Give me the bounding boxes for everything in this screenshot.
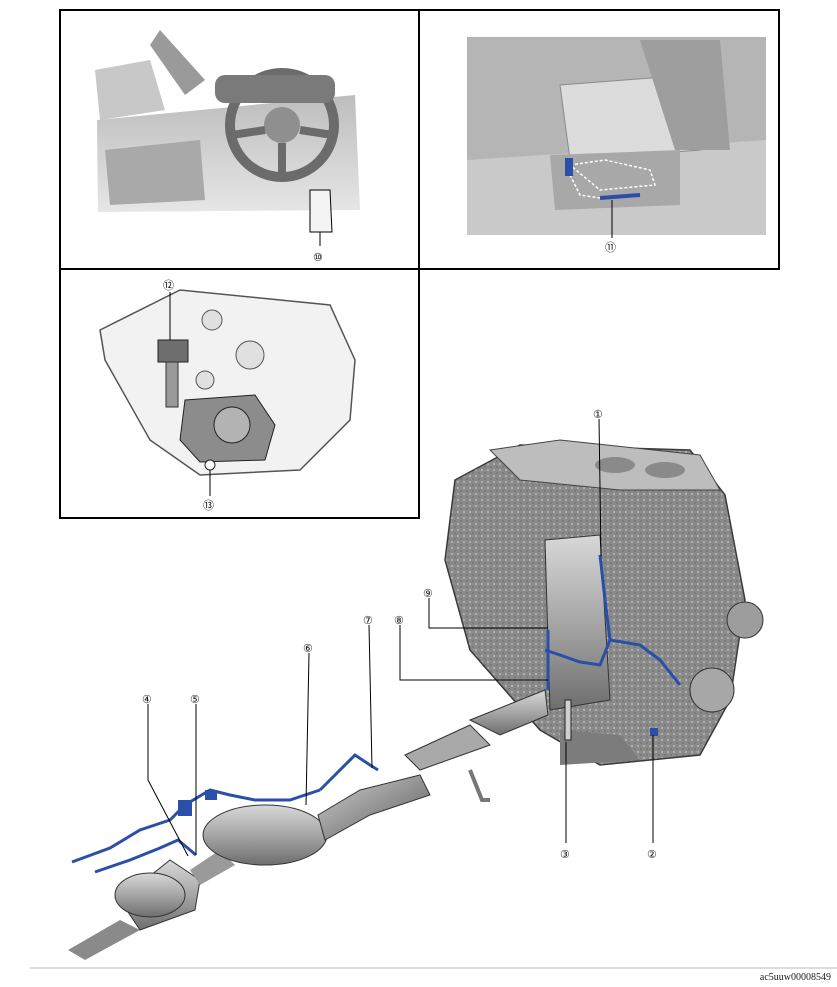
callout-8: ⑧ (394, 615, 404, 627)
seat-illustration (467, 37, 766, 238)
callout-2: ② (647, 849, 657, 861)
leader-lines (147, 418, 654, 857)
callout-6: ⑥ (303, 643, 313, 655)
callout-10: ⑩ (313, 252, 323, 264)
callout-labels: ① ② ③ ④ ⑤ ⑥ ⑦ ⑧ ⑨ ⑩ ⑪ ⑫ ⑬ (142, 241, 657, 861)
callout-13: ⑬ (203, 499, 214, 512)
callout-1: ① (593, 409, 603, 421)
dashboard-illustration (95, 30, 360, 246)
callout-5: ⑤ (190, 694, 200, 706)
exhaust-illustration (68, 689, 549, 960)
engine-illustration (444, 439, 764, 766)
callout-9: ⑨ (423, 588, 433, 600)
callout-3: ③ (560, 849, 570, 861)
callout-12: ⑫ (163, 279, 174, 292)
callout-11: ⑪ (605, 241, 616, 254)
fuel-tank-illustration (99, 289, 356, 496)
callout-7: ⑦ (363, 615, 373, 627)
figure-code: ac5uuw00008549 (759, 972, 831, 983)
callout-4: ④ (142, 694, 152, 706)
